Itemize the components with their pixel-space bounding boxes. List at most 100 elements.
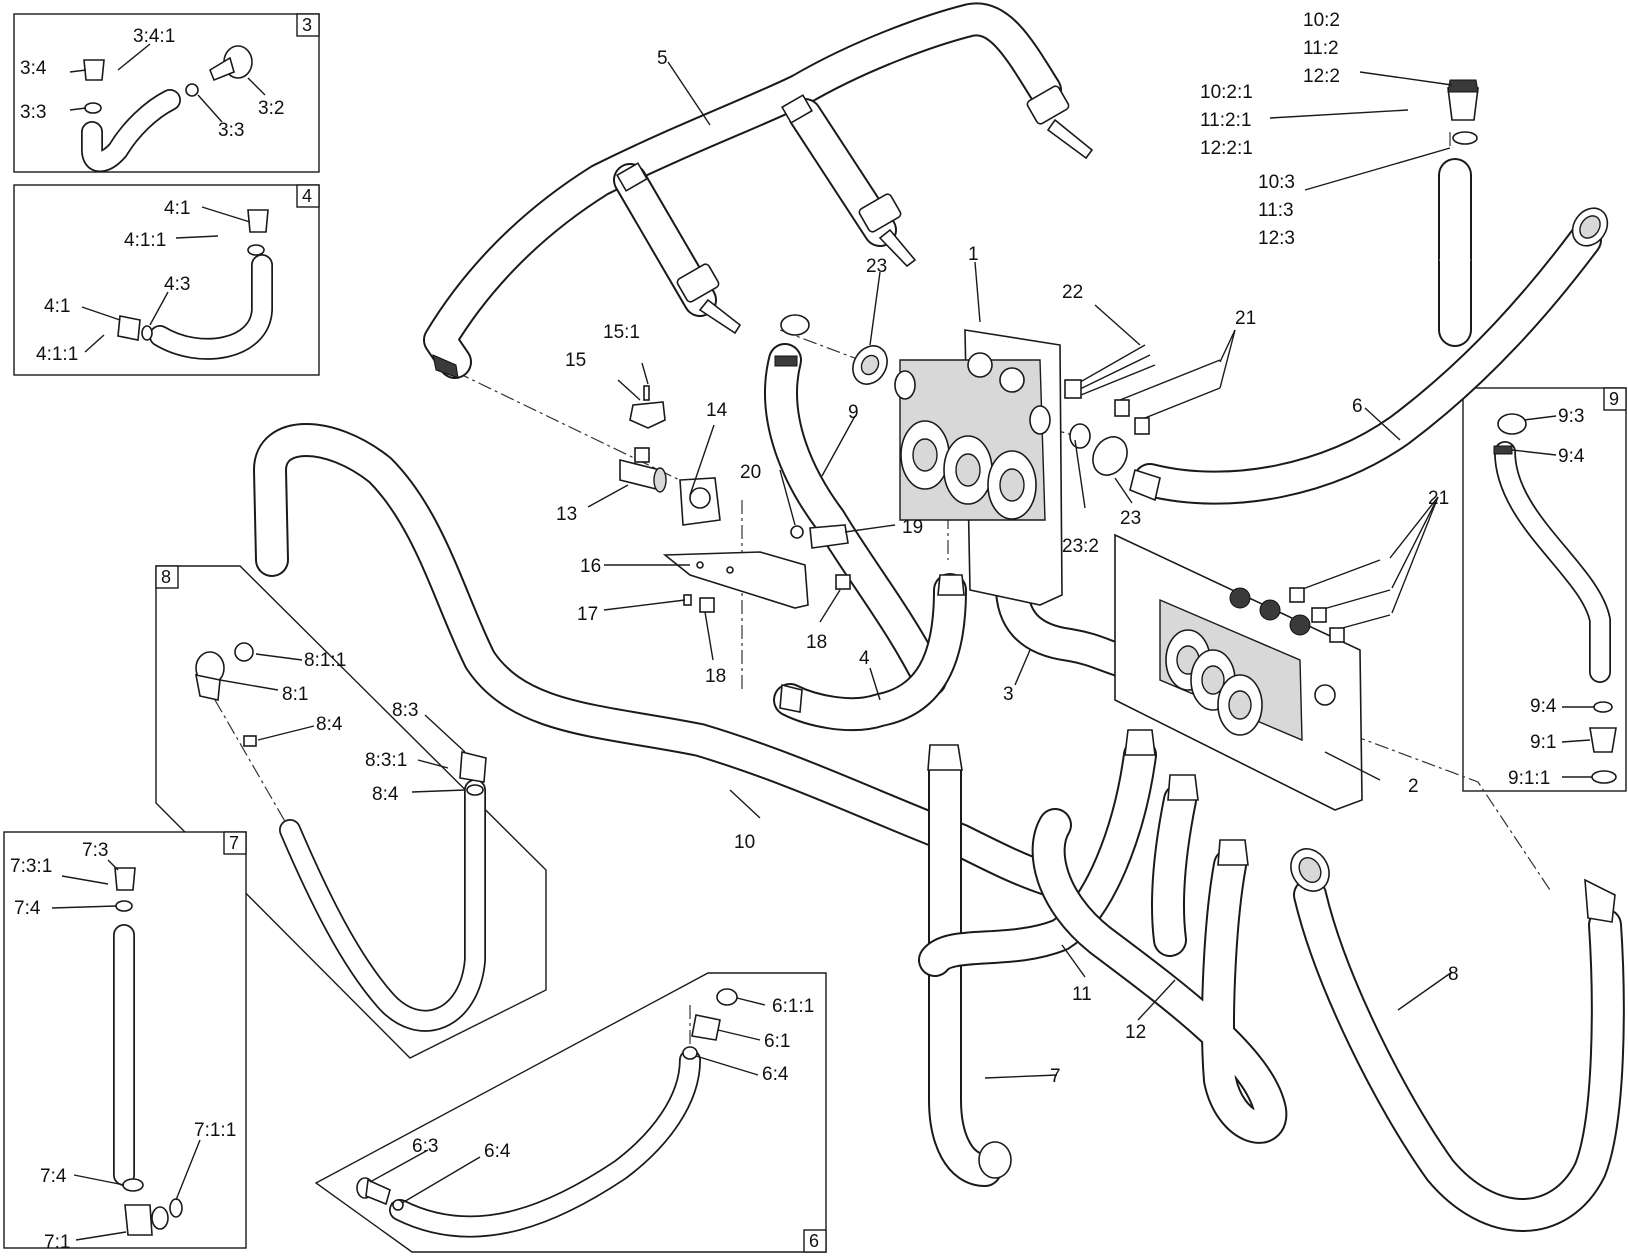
callout-7-3-1: 7:3:1 [10, 856, 52, 877]
harness-21-lower [1289, 559, 1391, 643]
callout-8-4a: 8:4 [316, 714, 343, 735]
callout-12-2-1: 12:2:1 [1200, 138, 1253, 159]
callout-4-1a: 4:1 [164, 198, 190, 219]
callout-11-2-1: 11:2:1 [1200, 110, 1251, 131]
callout-8-3: 8:3 [392, 700, 418, 721]
callout-9-4a: 9:4 [1558, 446, 1585, 467]
callout-23-2: 23:2 [1062, 536, 1099, 557]
callout-7-1: 7:1 [44, 1232, 70, 1253]
detail-8-frame: 8 [155, 565, 547, 1059]
detail-9-tag: 9 [1609, 389, 1619, 409]
callout-15-1: 15:1 [603, 322, 640, 343]
detail-6-hose [356, 988, 738, 1238]
detail-3-tag: 3 [302, 15, 312, 35]
callout-4-3: 4:3 [164, 274, 190, 295]
callout-12-2: 12:2 [1303, 66, 1340, 87]
sprayer-nozzle-3 [1026, 85, 1094, 160]
callout-17: 17 [577, 604, 598, 625]
callout-8-1: 8:1 [282, 684, 308, 705]
hose-7 [927, 744, 1012, 1187]
callout-14: 14 [706, 400, 728, 421]
manifold-assembly-2 [1114, 533, 1363, 811]
hose-4 [773, 573, 967, 732]
callout-6-4b: 6:4 [484, 1141, 511, 1162]
callout-6: 6 [1352, 396, 1363, 417]
callout-8-1-1: 8:1:1 [304, 650, 346, 671]
detail-6-frame: 6 [314, 972, 827, 1253]
manifold-assembly-1 [894, 329, 1063, 606]
callout-19: 19 [902, 517, 923, 538]
callout-6-1: 6:1 [764, 1031, 790, 1052]
bolt-18b [835, 574, 851, 590]
callout-23a: 23 [866, 256, 887, 277]
callout-10: 10 [734, 832, 755, 853]
detail-9-hose [1493, 413, 1617, 784]
callout-6-1-1: 6:1:1 [772, 996, 814, 1017]
callout-8-4b: 8:4 [372, 784, 399, 805]
hose-10-3-detail [1438, 79, 1479, 347]
callout-3-4: 3:4 [20, 58, 47, 79]
callout-8: 8 [1448, 964, 1459, 985]
detail-7-tag: 7 [229, 833, 239, 853]
callout-1: 1 [968, 244, 979, 265]
harness-22 [1064, 344, 1156, 399]
callout-6-4a: 6:4 [762, 1064, 789, 1085]
clip-15 [629, 385, 666, 429]
detail-8-tag: 8 [161, 567, 171, 587]
fitting-23a [852, 345, 888, 385]
callout-9-1-1: 9:1:1 [1508, 768, 1550, 789]
callout-12: 12 [1125, 1022, 1146, 1043]
hose-11 [918, 729, 1157, 977]
tee-fitting-13 [619, 447, 667, 493]
callout-22: 22 [1062, 282, 1083, 303]
callout-21a: 21 [1235, 308, 1256, 329]
leader-lines [51, 43, 1594, 1241]
callout-3: 3 [1003, 684, 1014, 705]
clamp-19 [790, 524, 849, 549]
callout-3-4-1: 3:4:1 [133, 26, 175, 47]
callout-10-2: 10:2 [1303, 10, 1340, 31]
callout-11-3: 11:3 [1258, 200, 1294, 221]
callout-9-3: 9:3 [1558, 406, 1584, 427]
callout-3-3b: 3:3 [218, 120, 244, 141]
detail-6-tag: 6 [809, 1231, 819, 1251]
detail-4-hose [117, 209, 273, 360]
callout-7-4b: 7:4 [40, 1166, 67, 1187]
callout-10-2-1: 10:2:1 [1200, 82, 1253, 103]
sprayer-nozzle-1 [676, 263, 742, 335]
callout-7: 7 [1050, 1066, 1061, 1087]
detail-8-hose [194, 642, 487, 1032]
callout-4-1-1a: 4:1:1 [124, 230, 166, 251]
callout-11: 11 [1072, 984, 1092, 1005]
detail-4-tag: 4 [302, 186, 312, 206]
callout-3-3a: 3:3 [20, 102, 46, 123]
mount-14 [679, 477, 721, 526]
callout-12-3: 12:3 [1258, 228, 1295, 249]
callout-7-3: 7:3 [82, 840, 108, 861]
callout-5: 5 [657, 48, 668, 69]
callout-4: 4 [859, 648, 870, 669]
callout-8-3-1: 8:3:1 [365, 750, 407, 771]
callout-2: 2 [1408, 776, 1419, 797]
harness-21-upper [1114, 359, 1221, 435]
detail-7-hose [113, 867, 183, 1236]
hose-8 [1290, 848, 1625, 1232]
callout-9: 9 [848, 402, 859, 423]
callout-23b: 23 [1120, 508, 1141, 529]
callout-20: 20 [740, 462, 761, 483]
callout-9-1: 9:1 [1530, 732, 1556, 753]
callout-13: 13 [556, 504, 577, 525]
sprayer-nozzle-2 [858, 193, 917, 268]
hose-12 [1031, 774, 1288, 1144]
bracket-16 [662, 551, 809, 609]
callout-18a: 18 [705, 666, 726, 687]
hose-5 [423, 2, 1094, 379]
callout-labels: 1 2 3 4 5 6 7 8 9 10 11 12 13 14 15 15:1… [10, 10, 1585, 1253]
callout-7-4a: 7:4 [14, 898, 41, 919]
callout-6-3: 6:3 [412, 1136, 438, 1157]
callout-11-2: 11:2 [1303, 38, 1339, 59]
callout-21b: 21 [1428, 488, 1449, 509]
callout-9-4b: 9:4 [1530, 696, 1557, 717]
callout-7-1-1: 7:1:1 [194, 1120, 236, 1141]
callout-3-2: 3:2 [258, 98, 284, 119]
